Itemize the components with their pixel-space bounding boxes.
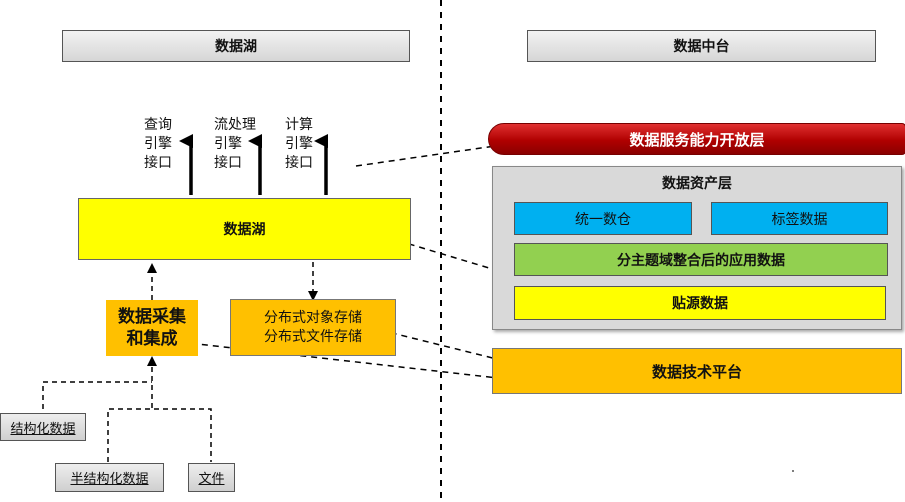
app-data-box: 分主题域整合后的应用数据	[514, 243, 888, 276]
tech-platform-box: 数据技术平台	[492, 348, 902, 394]
tag-data-label: 标签数据	[771, 211, 828, 228]
engine-to-service-arrow	[355, 141, 504, 167]
asset-layer-title: 数据资产层	[662, 176, 732, 192]
query-engine-label: 查询 引擎 接口	[144, 117, 172, 171]
unified-warehouse-box: 统一数仓	[514, 202, 692, 235]
ingest-box: 数据采集 和集成	[106, 300, 198, 356]
compute-engine-label: 计算 引擎 接口	[285, 117, 313, 171]
tech-platform-label: 数据技术平台	[651, 362, 742, 381]
structured-source-connector	[42, 381, 152, 409]
app-data-label: 分主题域整合后的应用数据	[617, 252, 785, 269]
file-box: 文件	[188, 463, 235, 492]
data-lake-box: 数据湖	[78, 198, 411, 260]
right-section-header: 数据中台	[527, 30, 876, 62]
storage-box: 分布式对象存储 分布式文件存储	[230, 299, 396, 356]
left-section-header: 数据湖	[62, 30, 410, 62]
ingest-label: 数据采集 和集成	[118, 307, 186, 349]
stream-engine-label: 流处理 引擎 接口	[214, 117, 256, 171]
structured-data-box: 结构化数据	[0, 413, 86, 441]
unified-warehouse-label: 统一数仓	[575, 211, 631, 228]
storage-to-platform-arrow	[379, 329, 559, 377]
service-layer-label: 数据服务能力开放层	[629, 130, 765, 149]
asset-layer-panel: 数据资产层 统一数仓 标签数据 分主题域整合后的应用数据 贴源数据	[492, 166, 902, 330]
service-layer-bar: 数据服务能力开放层	[488, 123, 905, 155]
semi-structured-connector	[107, 408, 212, 462]
data-lake-label: 数据湖	[223, 222, 266, 238]
source-data-label: 贴源数据	[672, 296, 728, 312]
stray-dot	[792, 470, 794, 472]
tag-data-box: 标签数据	[711, 202, 888, 235]
semi-structured-data-box: 半结构化数据	[55, 463, 164, 492]
storage-label: 分布式对象存储 分布式文件存储	[264, 309, 362, 345]
source-data-box: 贴源数据	[514, 286, 886, 320]
